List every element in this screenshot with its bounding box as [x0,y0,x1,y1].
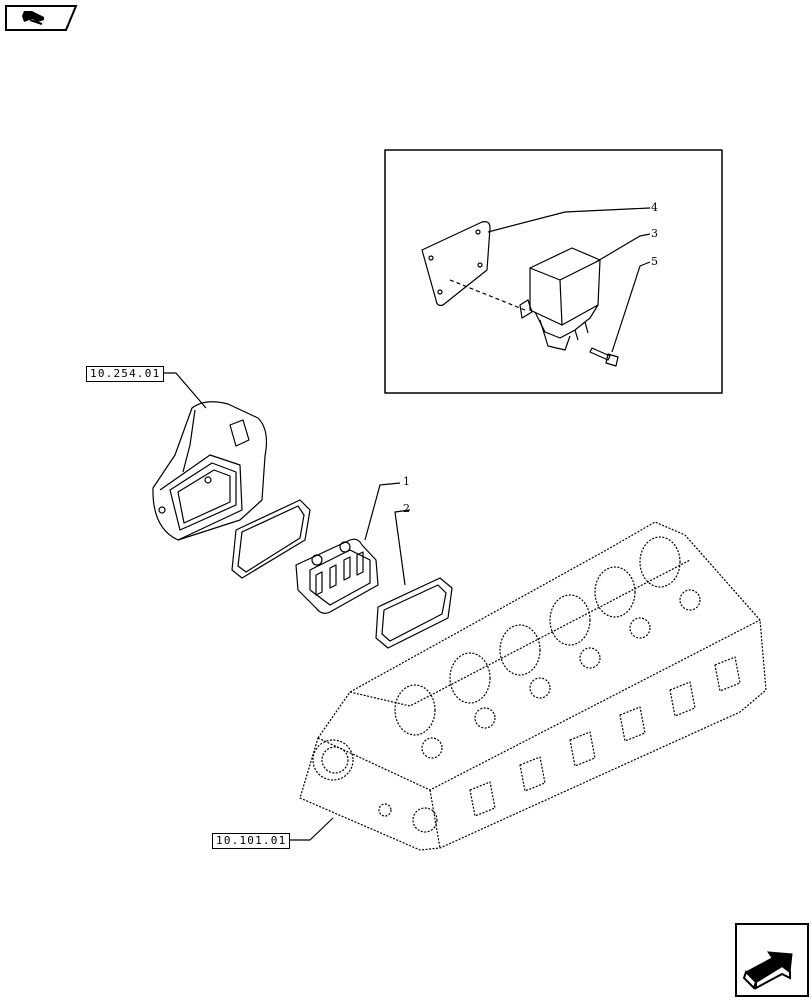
inset-frame [384,149,723,394]
relay-body [529,247,601,326]
next-page-arrow-icon[interactable] [732,920,812,1000]
callout-1: 1 [403,475,410,488]
callout-5: 5 [651,255,658,268]
book-arrow-icon[interactable] [0,0,80,36]
bolt [589,347,611,361]
callout-2: 2 [403,502,410,515]
bracket-plate [421,221,491,307]
gasket-right [375,577,453,649]
intake-elbow [152,401,268,541]
callout-4: 4 [651,201,658,214]
gasket-left [231,499,311,579]
callout-3: 3 [651,227,658,240]
reference-box-lower[interactable]: 10.101.01 [212,833,291,849]
heater-element [295,538,379,614]
reference-box-upper[interactable]: 10.254.01 [86,366,165,382]
cylinder-head [299,521,767,851]
